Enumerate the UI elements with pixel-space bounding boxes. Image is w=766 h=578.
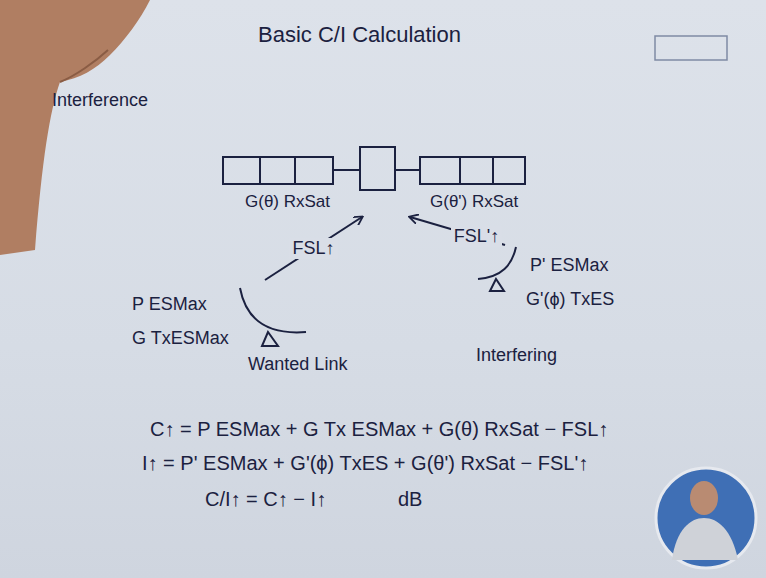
solar-panel: [223, 157, 333, 184]
equation-text: C/I↑ = C↑ − I↑: [205, 488, 326, 511]
earth-station-node: P ESMax G TxESMaxWanted Link: [128, 280, 351, 380]
heading-note: Interference: [52, 90, 148, 111]
earth-station-node: P' ESMaxG'(ϕ) TxES Interfering: [468, 245, 653, 375]
equation-text: I↑ = P' ESMax + G'(ϕ) TxES + G(θ') RxSat…: [142, 452, 588, 475]
presenter-head: [690, 481, 718, 515]
stamp-box: [655, 36, 727, 60]
panel-divider: [259, 157, 261, 184]
node-label: P ESMax: [132, 294, 207, 315]
node-label: G'(ϕ) TxES: [526, 289, 614, 310]
dish-reflector: [478, 247, 516, 279]
dish-reflector: [240, 288, 306, 332]
connector-arrow: [265, 217, 362, 280]
node-label: P' ESMax: [530, 255, 608, 276]
dish-mount: [490, 279, 504, 291]
panel-boom: [333, 169, 360, 171]
presenter-inset: [656, 468, 756, 568]
node-label: G(θ') RxSat: [430, 192, 518, 212]
dish-mount: [262, 332, 278, 346]
presenter-body: [672, 518, 738, 560]
node-label: Wanted Link: [248, 354, 347, 375]
edge-label: FSL↑: [289, 238, 337, 259]
solar-panel: [420, 157, 525, 184]
satellite-body: [360, 147, 395, 190]
panel-divider: [492, 157, 494, 184]
panel-divider: [294, 157, 296, 184]
equation-text: C↑ = P ESMax + G Tx ESMax + G(θ) RxSat −…: [150, 418, 608, 441]
hand-crease: [60, 50, 108, 82]
satellite-node: G(θ) RxSat G(θ') RxSat: [215, 142, 535, 217]
equation-text: dB: [398, 488, 422, 511]
edge-label: FSL'↑: [451, 226, 502, 247]
panel-divider: [459, 157, 461, 184]
panel-boom: [395, 169, 420, 171]
hand: [0, 0, 150, 255]
title-text: Basic C/I Calculation: [258, 22, 461, 47]
node-label: G TxESMax: [132, 328, 229, 349]
node-label: G(θ) RxSat: [245, 192, 330, 212]
node-label: Interfering: [476, 345, 557, 366]
